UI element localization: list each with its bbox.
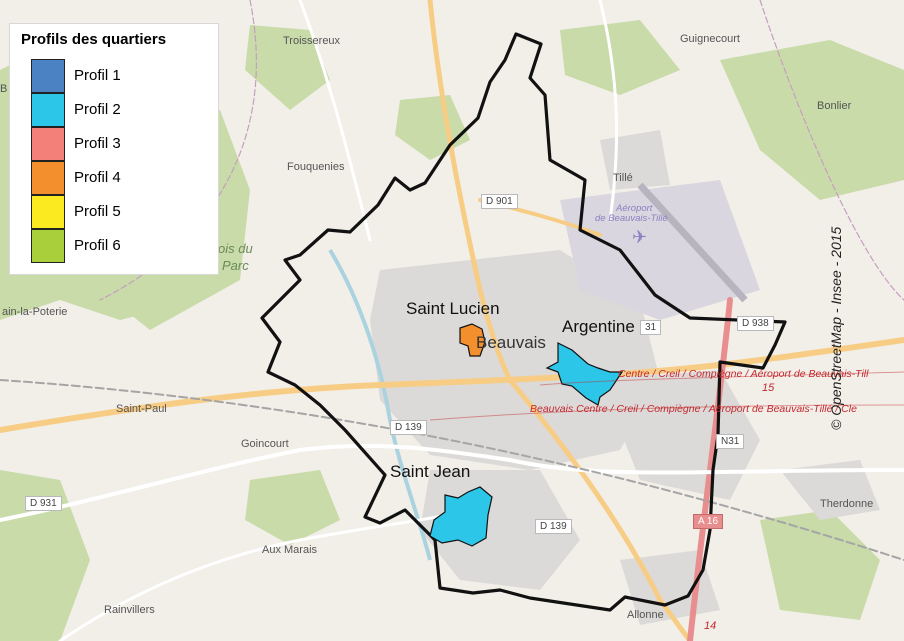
place-label-edge: B	[0, 83, 8, 95]
urban-area	[370, 250, 660, 470]
district-label-saint-jean: Saint Jean	[390, 462, 471, 481]
place-label-saint-paul: Saint-Paul	[116, 403, 167, 415]
legend-label: Profil 6	[74, 237, 121, 254]
district-label-saint-lucien: Saint Lucien	[406, 299, 500, 318]
bus-route	[429, 404, 904, 421]
legend-swatch	[31, 229, 65, 263]
place-label-parc: Parc	[222, 258, 249, 273]
secondary-road	[58, 508, 472, 641]
place-label-aeroport: Aéroport	[616, 203, 653, 214]
secondary-road	[0, 443, 512, 522]
bus-line-number: 14	[704, 620, 717, 632]
admin-boundary	[99, 0, 257, 301]
place-label-tille: Tillé	[613, 172, 633, 184]
bus-line-label: Centre / Creil / Compiègne / Aéroport de…	[618, 368, 869, 380]
legend-label: Profil 1	[74, 67, 121, 84]
secondary-road	[508, 458, 904, 475]
place-label-aux-marais: Aux Marais	[262, 544, 318, 556]
road-label-n31: N31	[716, 434, 745, 449]
major-road	[507, 377, 693, 641]
bus-line-label: Beauvais Centre / Creil / Compiègne / Aé…	[530, 403, 857, 415]
secondary-road	[298, 0, 372, 242]
airport-icon: ✈	[632, 227, 647, 247]
motorway	[687, 297, 733, 641]
place-label-bonlier: Bonlier	[817, 100, 852, 112]
road-label-d139-south: D 139	[535, 519, 572, 534]
place-label-therdonne: Therdonne	[820, 498, 874, 510]
bus-line-number: 15	[762, 382, 775, 394]
forest-area	[0, 470, 90, 641]
legend-label: Profil 4	[74, 169, 121, 186]
railway	[0, 379, 904, 561]
legend-label: Profil 3	[74, 135, 121, 152]
forest-area	[560, 20, 680, 95]
road-label-d938: D 938	[737, 316, 774, 331]
legend-swatch	[31, 93, 65, 127]
runway	[637, 182, 748, 303]
legend-label: Profil 5	[74, 203, 121, 220]
place-label-troissereux: Troissereux	[283, 35, 341, 47]
place-label-allonne: Allonne	[627, 609, 664, 621]
road-label-d931: D 931	[25, 496, 62, 511]
urban-area	[780, 460, 880, 520]
map-legend: Profils des quartiers Profil 1 Profil 2 …	[9, 23, 219, 275]
bus-route	[539, 371, 904, 386]
district-saint-jean-area	[429, 486, 493, 547]
road-label-d901: D 901	[481, 194, 518, 209]
legend-swatch	[31, 59, 65, 93]
legend-swatch	[31, 195, 65, 229]
place-label-bois: ois du	[218, 241, 253, 256]
forest-area	[245, 25, 330, 110]
forest-area	[245, 470, 340, 545]
place-label-goincourt: Goincourt	[241, 438, 289, 450]
admin-boundary	[759, 0, 904, 301]
district-argentine-area	[545, 342, 624, 406]
road-label-n31-west: 31	[640, 320, 662, 335]
secondary-road	[598, 0, 619, 222]
major-road	[427, 0, 513, 383]
urban-area	[600, 130, 670, 190]
place-label-beauvais: Beauvais	[476, 333, 546, 352]
major-road	[0, 337, 904, 433]
legend-swatch	[31, 161, 65, 195]
legend-swatch	[31, 127, 65, 161]
forest-area	[760, 510, 880, 620]
place-label-guignecourt: Guignecourt	[680, 33, 740, 45]
road-label-a16: A 16	[693, 514, 724, 529]
place-label-fouquenies: Fouquenies	[287, 161, 345, 173]
legend-label: Profil 2	[74, 101, 121, 118]
map-credit: © OpenStreetMap - Insee - 2015	[828, 226, 844, 430]
legend-title: Profils des quartiers	[21, 31, 167, 48]
commune-boundary	[260, 32, 787, 612]
district-label-argentine: Argentine	[562, 317, 635, 336]
road-label-d139: D 139	[390, 420, 427, 435]
place-label-aeroport-name: de Beauvais-Tillé	[595, 213, 668, 224]
forest-area	[395, 95, 470, 160]
district-saint-lucien-area	[459, 323, 486, 357]
forest-area	[720, 40, 904, 200]
place-label-poterie: ain-la-Poterie	[2, 306, 68, 318]
place-label-rainvillers: Rainvillers	[104, 604, 155, 616]
